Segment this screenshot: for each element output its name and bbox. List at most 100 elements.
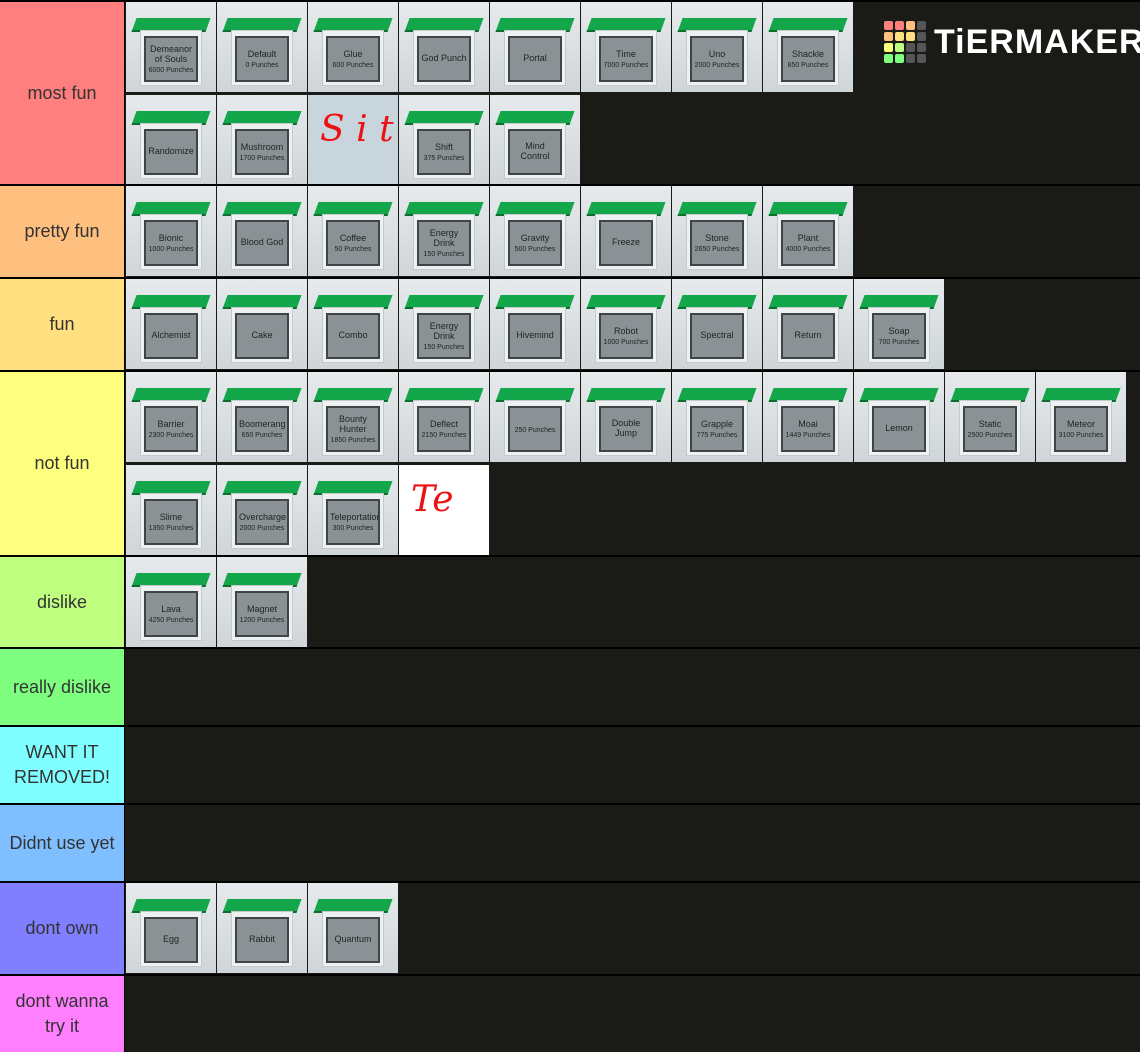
tier-item-card[interactable]: Egg [126, 883, 216, 973]
item-name: Robot [613, 326, 639, 336]
item-price: 2650 Punches [694, 246, 740, 253]
item-name: Spectral [700, 329, 734, 340]
item-sign: Combo [326, 313, 380, 359]
item-name: Egg [162, 933, 179, 944]
item-sign: Portal [508, 36, 562, 82]
item-sign: Cake [235, 313, 289, 359]
tier-item-card[interactable]: Return [763, 279, 853, 369]
tier-label[interactable]: dont wanna try it [0, 976, 125, 1052]
tier-item-card[interactable]: S i t [308, 95, 398, 185]
tier-label[interactable]: Didnt use yet [0, 805, 125, 881]
tier-items [126, 805, 1140, 881]
tier-item-card[interactable]: Lemon [854, 372, 944, 462]
tier-label[interactable]: most fun [0, 2, 125, 184]
item-price: 2150 Punches [421, 432, 467, 439]
tier-item-card[interactable]: Stone 2650 Punches [672, 186, 762, 276]
tier-item-card[interactable]: Double Jump [581, 372, 671, 462]
item-name: Quantum [334, 933, 372, 944]
item-name: Bounty Hunter [338, 414, 368, 434]
tier-item-card[interactable]: Spectral [672, 279, 762, 369]
item-price: 150 Punches [423, 344, 465, 351]
item-name: Plant [797, 233, 819, 243]
tier-item-card[interactable]: Te [399, 465, 489, 555]
item-name: Portal [523, 52, 547, 63]
tier-item-card[interactable]: Rabbit [217, 883, 307, 973]
item-price: 150 Punches [423, 251, 465, 258]
item-name: Gravity [520, 233, 550, 243]
tier-label[interactable]: fun [0, 279, 125, 370]
tier-item-card[interactable]: Quantum [308, 883, 398, 973]
tier-label[interactable]: dont own [0, 883, 125, 974]
tier-item-card[interactable]: Cake [217, 279, 307, 369]
item-name: Stone [705, 233, 729, 243]
tier-item-card[interactable]: God Punch [399, 2, 489, 92]
item-sign: Alchemist [144, 313, 198, 359]
item-name: Mind Control [520, 140, 550, 161]
tier-label[interactable]: pretty fun [0, 186, 125, 277]
tier-label[interactable]: really dislike [0, 649, 125, 725]
item-name: God Punch [421, 52, 467, 63]
item-price: 1000 Punches [148, 246, 194, 253]
tier-item-card[interactable]: Mind Control [490, 95, 580, 185]
tier-item-card[interactable]: Freeze [581, 186, 671, 276]
tier-label[interactable]: dislike [0, 557, 125, 647]
item-sign: Rabbit [235, 917, 289, 963]
item-name: Demeanor of Souls [149, 44, 193, 64]
tier-item-card[interactable]: Portal [490, 2, 580, 92]
item-name: Hivemind [516, 329, 554, 340]
tier-item-card[interactable]: 250 Punches [490, 372, 580, 462]
item-name: Double Jump [611, 417, 641, 438]
item-name: Alchemist [151, 329, 191, 340]
tier-item-card[interactable]: Combo [308, 279, 398, 369]
item-name: Combo [338, 329, 368, 340]
tier-item-card[interactable]: Alchemist [126, 279, 216, 369]
tier-item-card[interactable]: Blood God [217, 186, 307, 276]
tier-item-card[interactable]: Randomize [126, 95, 216, 185]
tier-label[interactable]: not fun [0, 372, 125, 555]
tier-item-card[interactable]: Hivemind [490, 279, 580, 369]
item-name: Soap [888, 326, 910, 336]
tier-label[interactable]: WANT IT REMOVED! [0, 727, 125, 803]
item-sign: Blood God [235, 220, 289, 266]
item-price: 300 Punches [332, 525, 374, 532]
